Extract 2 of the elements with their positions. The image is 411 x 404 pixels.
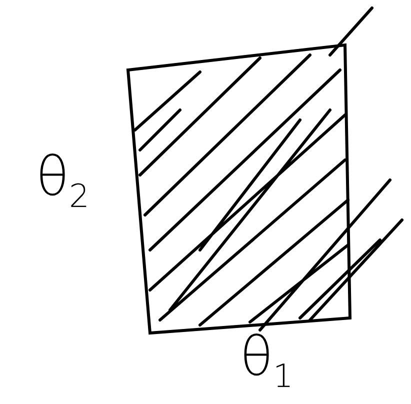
angle-label: θ$_{2}$ (36, 150, 90, 212)
angle-label: θ$_{1}$ (240, 330, 294, 392)
